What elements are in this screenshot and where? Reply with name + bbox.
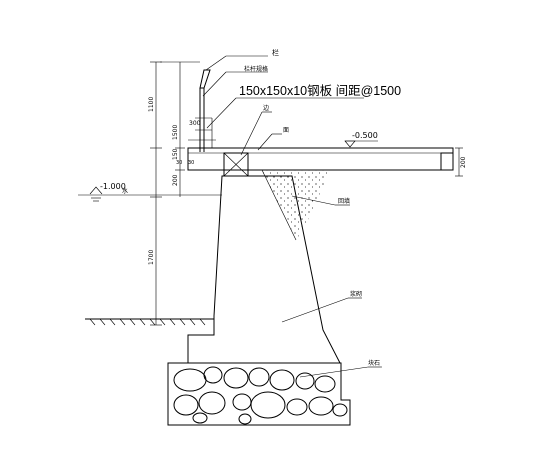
water-symbol [89, 186, 103, 202]
label-post-spec: 150x150x10钢板 间距@1500 [239, 84, 401, 98]
deck-slab [187, 147, 454, 171]
label-water: 水 [122, 187, 128, 195]
dim-300: 300 [189, 120, 201, 127]
dim-1700: 1700 [148, 250, 155, 265]
dim-30-right: 30 [188, 160, 194, 166]
dim-150: 150 [172, 148, 179, 160]
backfill-wedge [262, 170, 330, 240]
ground-hatch [89, 318, 206, 326]
railing-top [199, 69, 211, 89]
deck-level-marker [344, 140, 356, 148]
label-deck: 面 [283, 127, 289, 134]
dim-1500: 1500 [172, 125, 179, 140]
rubble-foundation [167, 362, 351, 426]
label-railing: 栏 [272, 48, 279, 57]
dim-200: 200 [172, 174, 179, 186]
deck-end-block [440, 152, 454, 171]
label-edge: 边 [263, 104, 269, 112]
masonry-wall-body [187, 175, 341, 364]
label-rubble: 块石 [368, 359, 380, 367]
label-deck-level: -0.500 [352, 131, 378, 140]
label-fill: 回填 [338, 197, 350, 205]
edge-beam [223, 152, 249, 177]
rubble-stones [173, 366, 348, 425]
label-masonry: 浆砌 [350, 290, 362, 298]
dim-30-left: 30 [176, 160, 182, 166]
dim-right-200: 200 [460, 156, 467, 168]
dim-1100: 1100 [148, 97, 155, 112]
label-water-level: -1.000 [100, 182, 126, 191]
label-railing-spec: 栏杆规格 [244, 65, 268, 73]
backfill-edge-line [261, 169, 297, 241]
